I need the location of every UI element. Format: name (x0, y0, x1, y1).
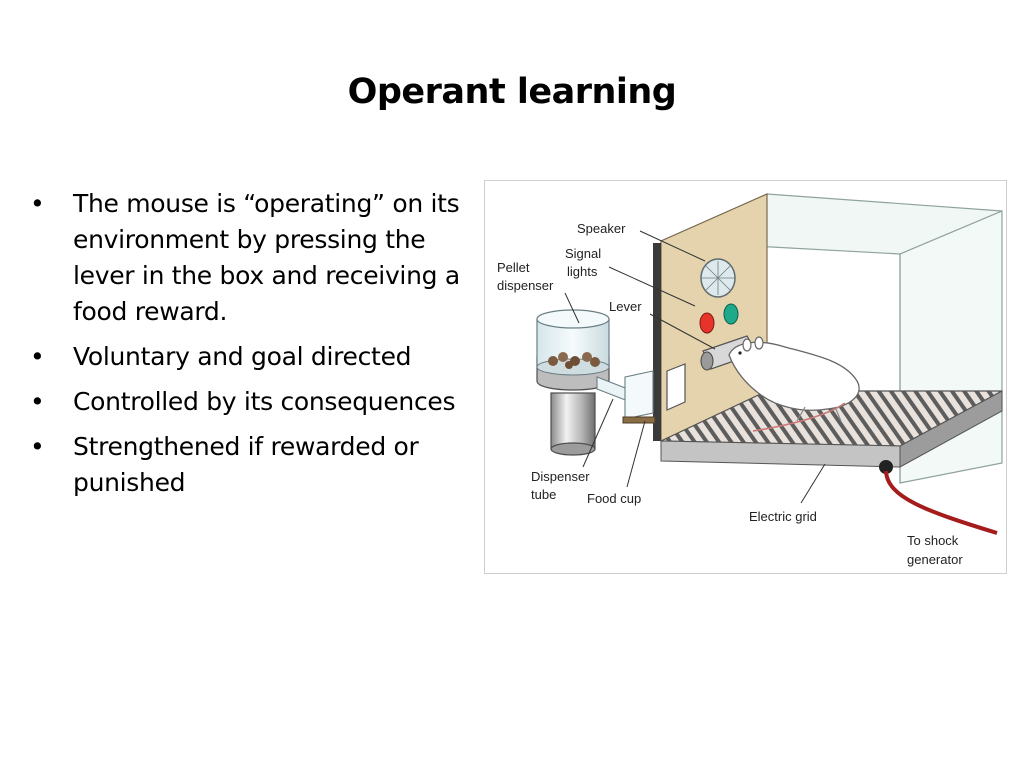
bullet-item: • Voluntary and goal directed (30, 339, 478, 375)
dispenser-tube-label-line2: tube (531, 487, 556, 502)
red-signal-light-icon (699, 312, 715, 334)
shock-generator-label-line1: To shock (907, 533, 959, 548)
food-cup-icon (622, 370, 656, 424)
bullet-dot: • (30, 432, 45, 461)
speaker-icon (700, 258, 736, 298)
bullet-list: • The mouse is “operating” on its enviro… (30, 186, 478, 510)
bullet-dot: • (30, 387, 45, 416)
bullet-item: • Controlled by its consequences (30, 384, 478, 420)
lever-label: Lever (609, 299, 642, 314)
dispenser-tube-label-line1: Dispenser (531, 469, 590, 484)
shock-cable-icon (879, 460, 998, 535)
bullet-item: • Strengthened if rewarded or punished (30, 429, 478, 501)
signal-lights-label-line2: lights (567, 264, 598, 279)
electric-grid (660, 390, 1003, 468)
electric-grid-label: Electric grid (749, 509, 817, 524)
green-signal-light-icon (723, 303, 739, 325)
skinner-box-illustration: Speaker Signal lights Pellet dispenser L… (497, 193, 1003, 567)
bullet-text: Strengthened if rewarded or punished (73, 432, 419, 497)
bullet-dot: • (30, 189, 45, 218)
pellet-dispenser-label-line1: Pellet (497, 260, 530, 275)
bullet-text: Voluntary and goal directed (73, 342, 412, 371)
shock-generator-label-line2: generator (907, 552, 963, 567)
slide-title: Operant learning (347, 72, 677, 112)
signal-lights-label-line1: Signal (565, 246, 601, 261)
bullet-text: Controlled by its consequences (73, 387, 456, 416)
bullet-item: • The mouse is “operating” on its enviro… (30, 186, 478, 330)
pellet-dispenser-icon (536, 309, 610, 456)
mouse-icon (728, 336, 860, 432)
speaker-label: Speaker (577, 221, 626, 236)
pellet-dispenser-label-line2: dispenser (497, 278, 554, 293)
food-cup-label: Food cup (587, 491, 641, 506)
bullet-text: The mouse is “operating” on its environm… (73, 189, 460, 326)
skinner-box-figure: Speaker Signal lights Pellet dispenser L… (484, 180, 1007, 574)
label-leaders (564, 230, 826, 504)
bullet-dot: • (30, 342, 45, 371)
food-cup-opening (666, 363, 686, 411)
